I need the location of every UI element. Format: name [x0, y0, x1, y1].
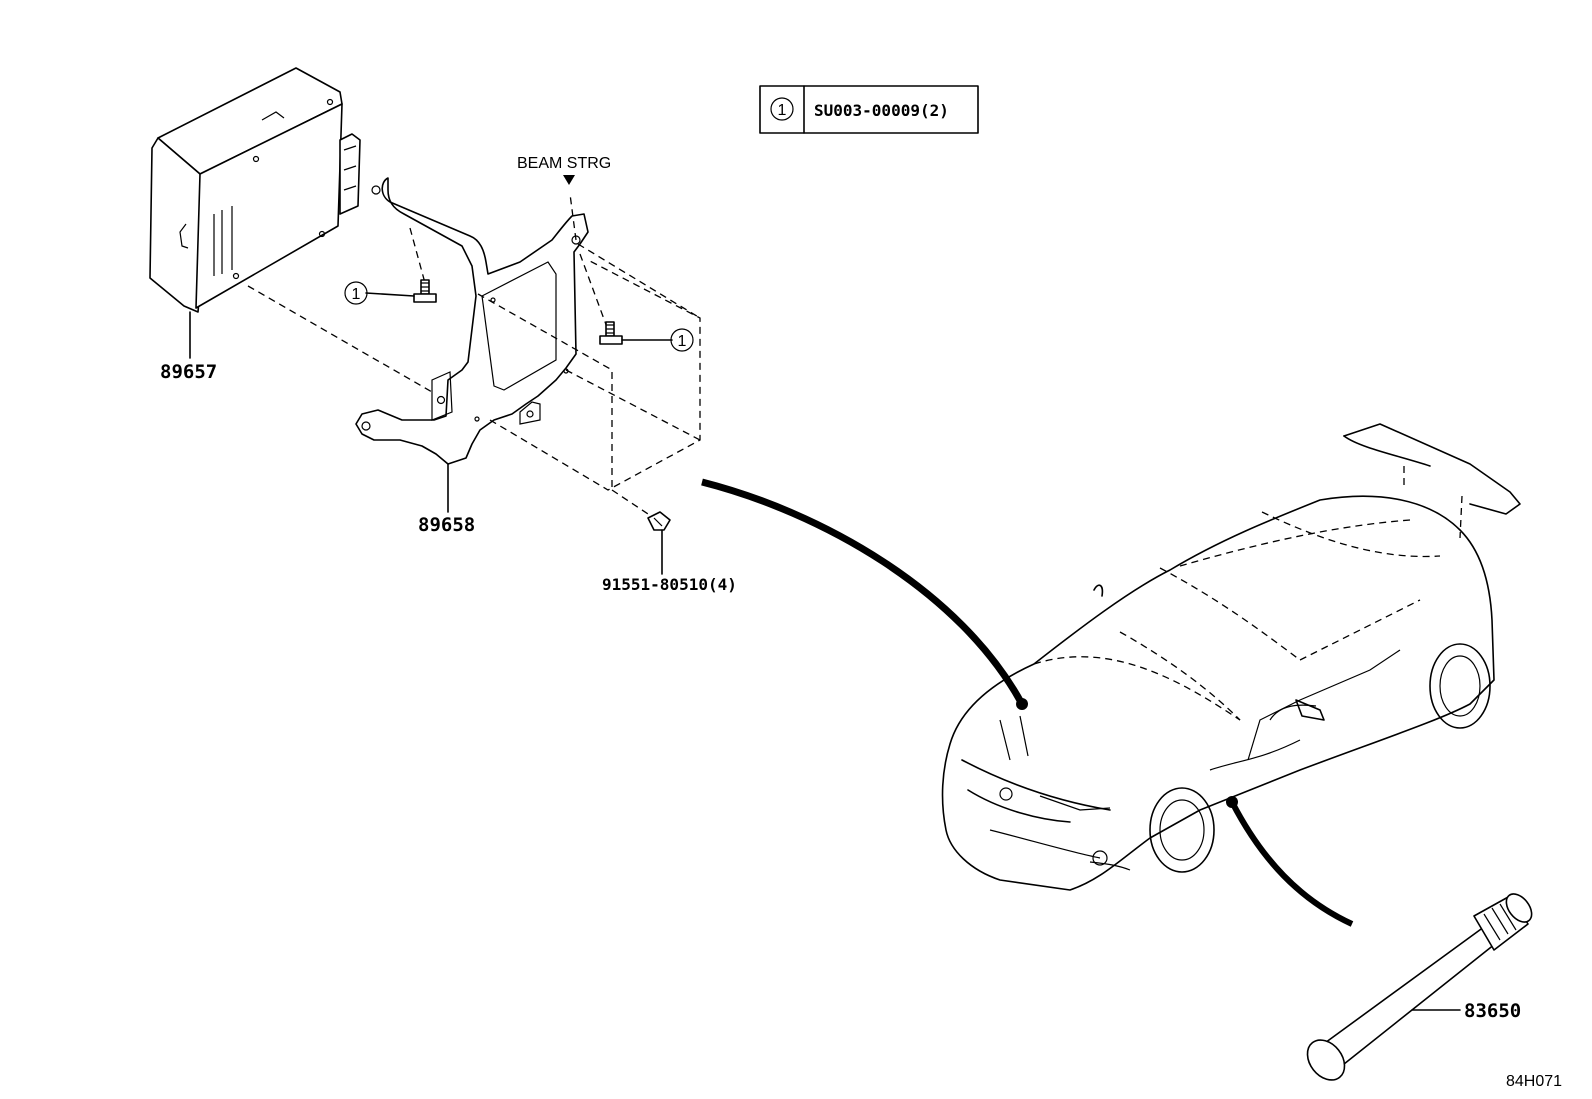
assembly-dashed-lines	[247, 193, 701, 519]
legend-part-code: SU003-00009(2)	[814, 101, 949, 120]
location-dot-ecu	[1016, 698, 1028, 710]
beam-strg-arrow	[563, 175, 575, 185]
bolt-left-callout: 1	[352, 286, 361, 303]
bolt-left[interactable]: 1	[344, 279, 437, 305]
legend-box: 1 SU003-00009(2)	[759, 85, 979, 134]
bolt-right[interactable]: 1	[599, 321, 694, 352]
label-83650: 83650	[1464, 1000, 1521, 1022]
sensor-83650[interactable]	[1300, 889, 1537, 1087]
label-91551-80510: 91551-80510(4)	[602, 575, 737, 594]
screw-91551-80510[interactable]	[647, 511, 671, 575]
car-illustration	[941, 423, 1521, 891]
location-arrow-sensor	[1229, 800, 1354, 927]
diagram-id: 84H071	[1506, 1073, 1562, 1090]
ecu-module-89657[interactable]	[149, 67, 361, 313]
location-arrow-ecu	[701, 478, 1026, 706]
bolt-right-callout: 1	[678, 333, 687, 350]
label-89658: 89658	[418, 514, 475, 536]
legend-ref-number: 1	[778, 102, 787, 119]
bracket-89658[interactable]	[355, 177, 589, 465]
label-89657: 89657	[160, 361, 217, 383]
beam-strg-label: BEAM STRG	[517, 155, 611, 172]
